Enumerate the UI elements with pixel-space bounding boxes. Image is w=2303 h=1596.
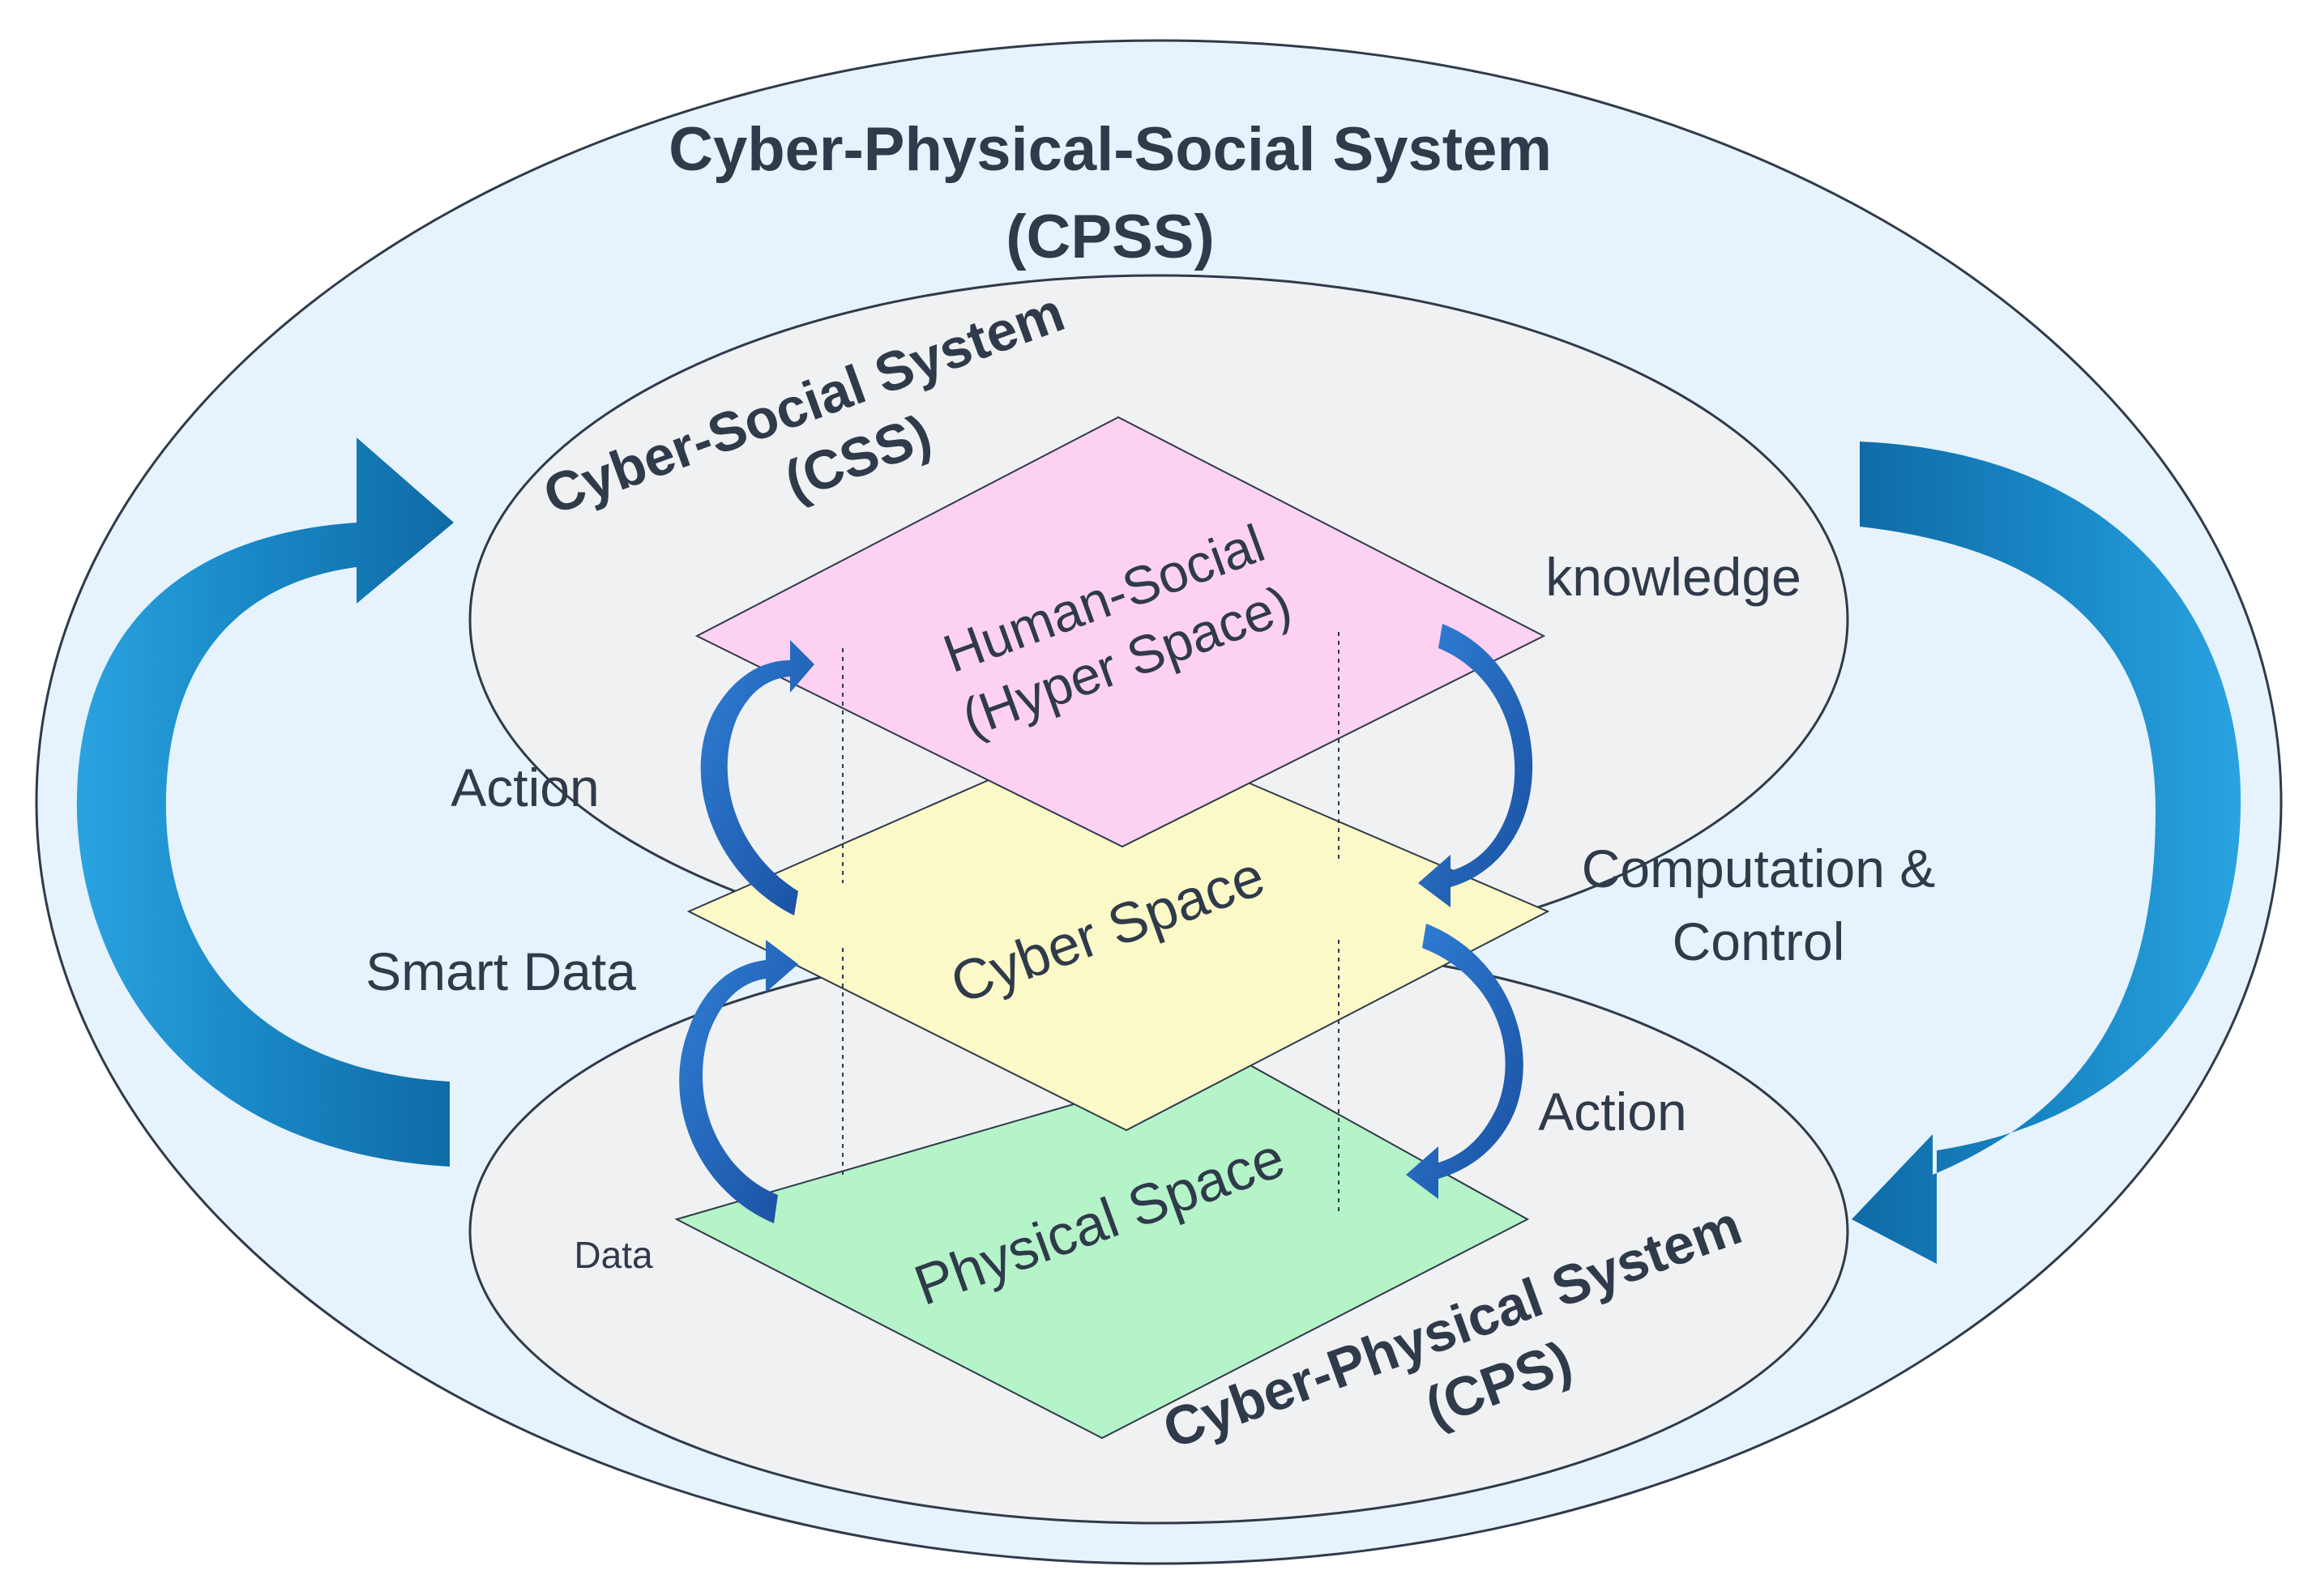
- big-right-cycle-arrow: [1852, 442, 2241, 1264]
- arrow-computation-control: [1418, 624, 1533, 907]
- arrow-action-right: [1406, 924, 1523, 1199]
- arrow-smart-data: [679, 940, 798, 1223]
- cyber-space-plane: [686, 723, 1550, 1132]
- action-left-label: Action: [451, 757, 599, 817]
- smart-data-label: Smart Data: [365, 941, 636, 1001]
- action-right-label: Action: [1538, 1082, 1686, 1142]
- physical-space-plane: [674, 1056, 1530, 1440]
- computation-label-line2: Control: [1673, 911, 1845, 971]
- cpss-title-line2: (CPSS): [1006, 203, 1215, 271]
- knowledge-label: knowledge: [1545, 547, 1801, 607]
- cpss-title-line1: Cyber-Physical-Social System: [669, 115, 1552, 184]
- computation-label-line1: Computation &: [1582, 839, 1936, 898]
- arrow-action-left: [700, 640, 814, 915]
- human-social-plane: [694, 416, 1546, 848]
- big-left-cycle-arrow: [76, 437, 454, 1167]
- data-label: Data: [574, 1234, 653, 1276]
